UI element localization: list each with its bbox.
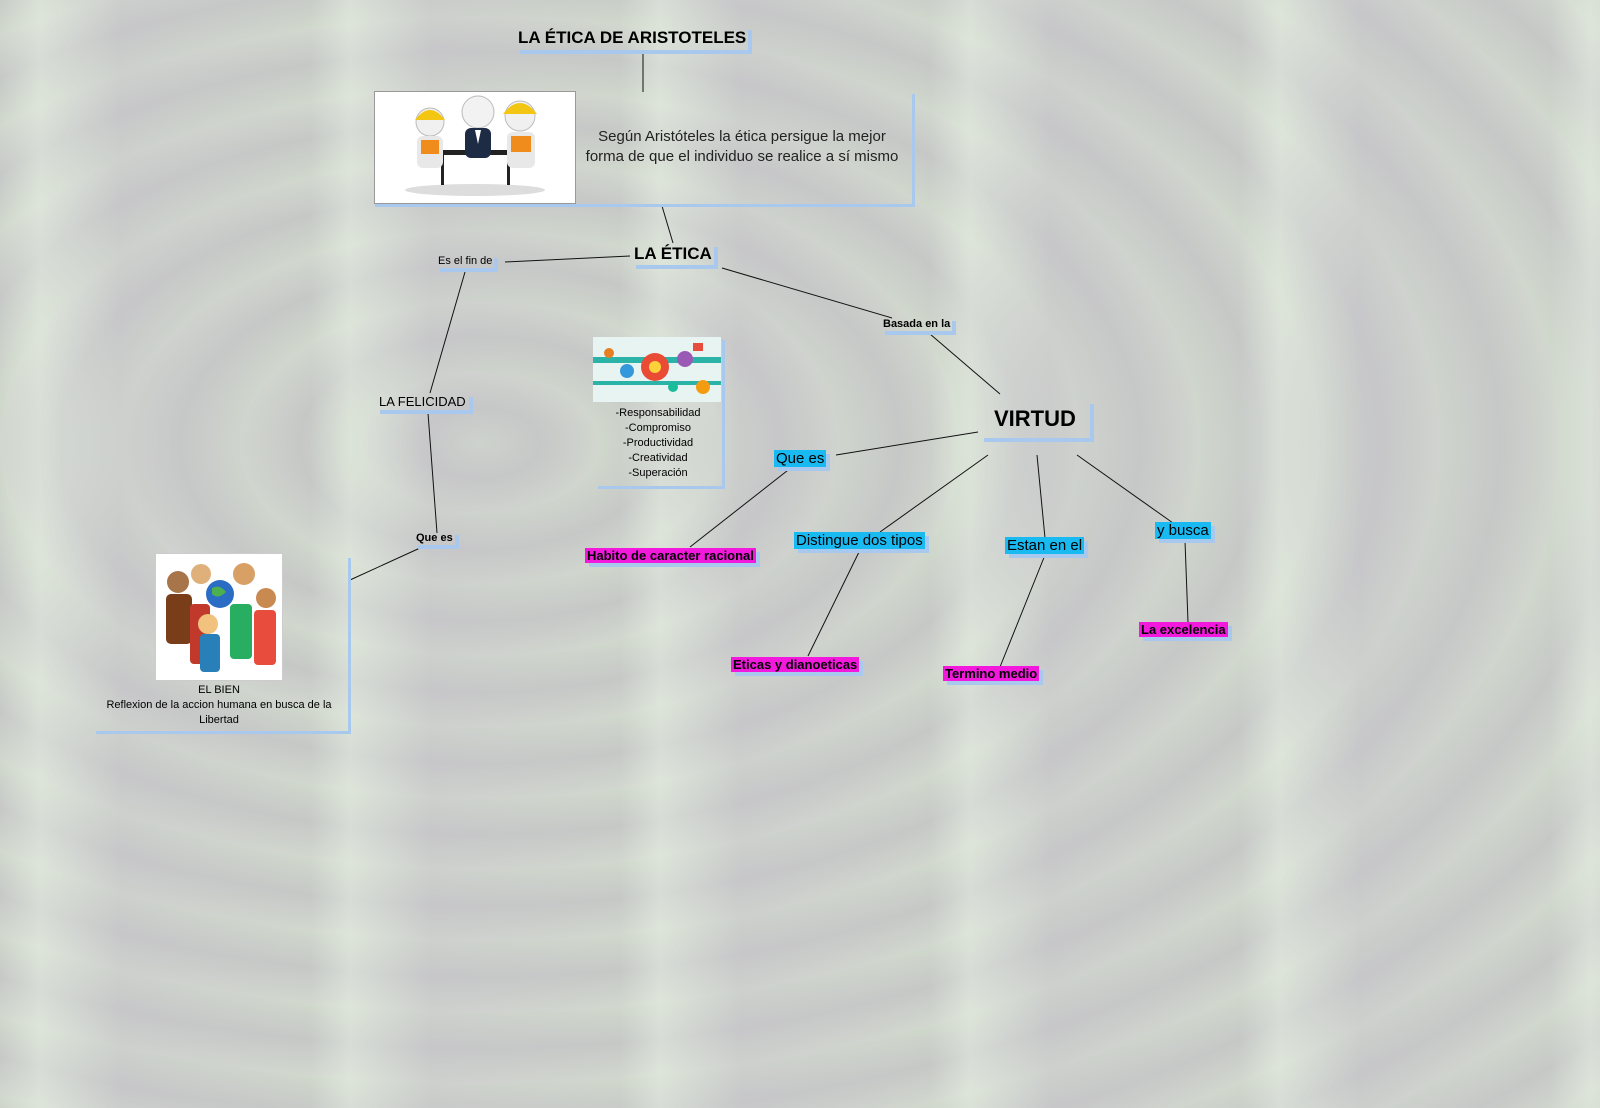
- map-title: LA ÉTICA DE ARISTOTELES: [516, 26, 748, 50]
- node-termino-medio: Termino medio: [943, 666, 1039, 681]
- node-etica: LA ÉTICA: [632, 243, 714, 265]
- link-label-y-busca: y busca: [1155, 522, 1211, 539]
- link-label-distingue: Distingue dos tipos: [794, 532, 925, 549]
- workers-meeting-icon: [375, 92, 575, 203]
- link-basada-virtud: [930, 334, 1000, 394]
- link-ybusca-excelencia: [1185, 541, 1188, 622]
- link-label-basada-en-la: Basada en la: [881, 317, 952, 331]
- link-estan-termino: [1000, 555, 1045, 667]
- intro-text: Según Aristóteles la ética persigue la m…: [574, 127, 910, 167]
- workers-meeting-image: [374, 91, 576, 204]
- link-intro-etica: [662, 206, 673, 243]
- children-globe-image: [155, 553, 283, 681]
- values-list: -Responsabilidad -Compromiso -Productivi…: [598, 406, 718, 481]
- link-etica-basada: [722, 268, 892, 318]
- link-virtud-estan: [1037, 455, 1045, 538]
- link-etica-esfin: [505, 256, 630, 262]
- children-globe-icon: [156, 554, 282, 680]
- link-distingue-eticas: [808, 550, 860, 656]
- bien-text: EL BIEN Reflexion de la accion humana en…: [96, 683, 342, 728]
- link-esfin-felicidad: [430, 272, 465, 393]
- node-felicidad: LA FELICIDAD: [376, 393, 469, 410]
- link-label-estan-en-el: Estan en el: [1005, 537, 1084, 554]
- link-label-que-es-right: Que es: [774, 450, 826, 467]
- link-label-es-el-fin-de: Es el fin de: [436, 254, 494, 268]
- node-eticas: Eticas y dianoeticas: [731, 657, 859, 672]
- link-virtud-distingue: [880, 455, 988, 532]
- node-excelencia: La excelencia: [1139, 622, 1228, 637]
- link-virtud-quees: [836, 432, 978, 455]
- gears-idea-image: [593, 337, 721, 402]
- gears-idea-icon: [593, 337, 721, 402]
- link-label-que-es-left: Que es: [414, 531, 455, 545]
- link-virtud-ybusca: [1077, 455, 1173, 523]
- node-habito: Habito de caracter racional: [585, 548, 756, 563]
- node-virtud: VIRTUD: [980, 400, 1090, 438]
- link-felicidad-quees: [428, 413, 437, 533]
- link-quees-bien: [350, 548, 420, 580]
